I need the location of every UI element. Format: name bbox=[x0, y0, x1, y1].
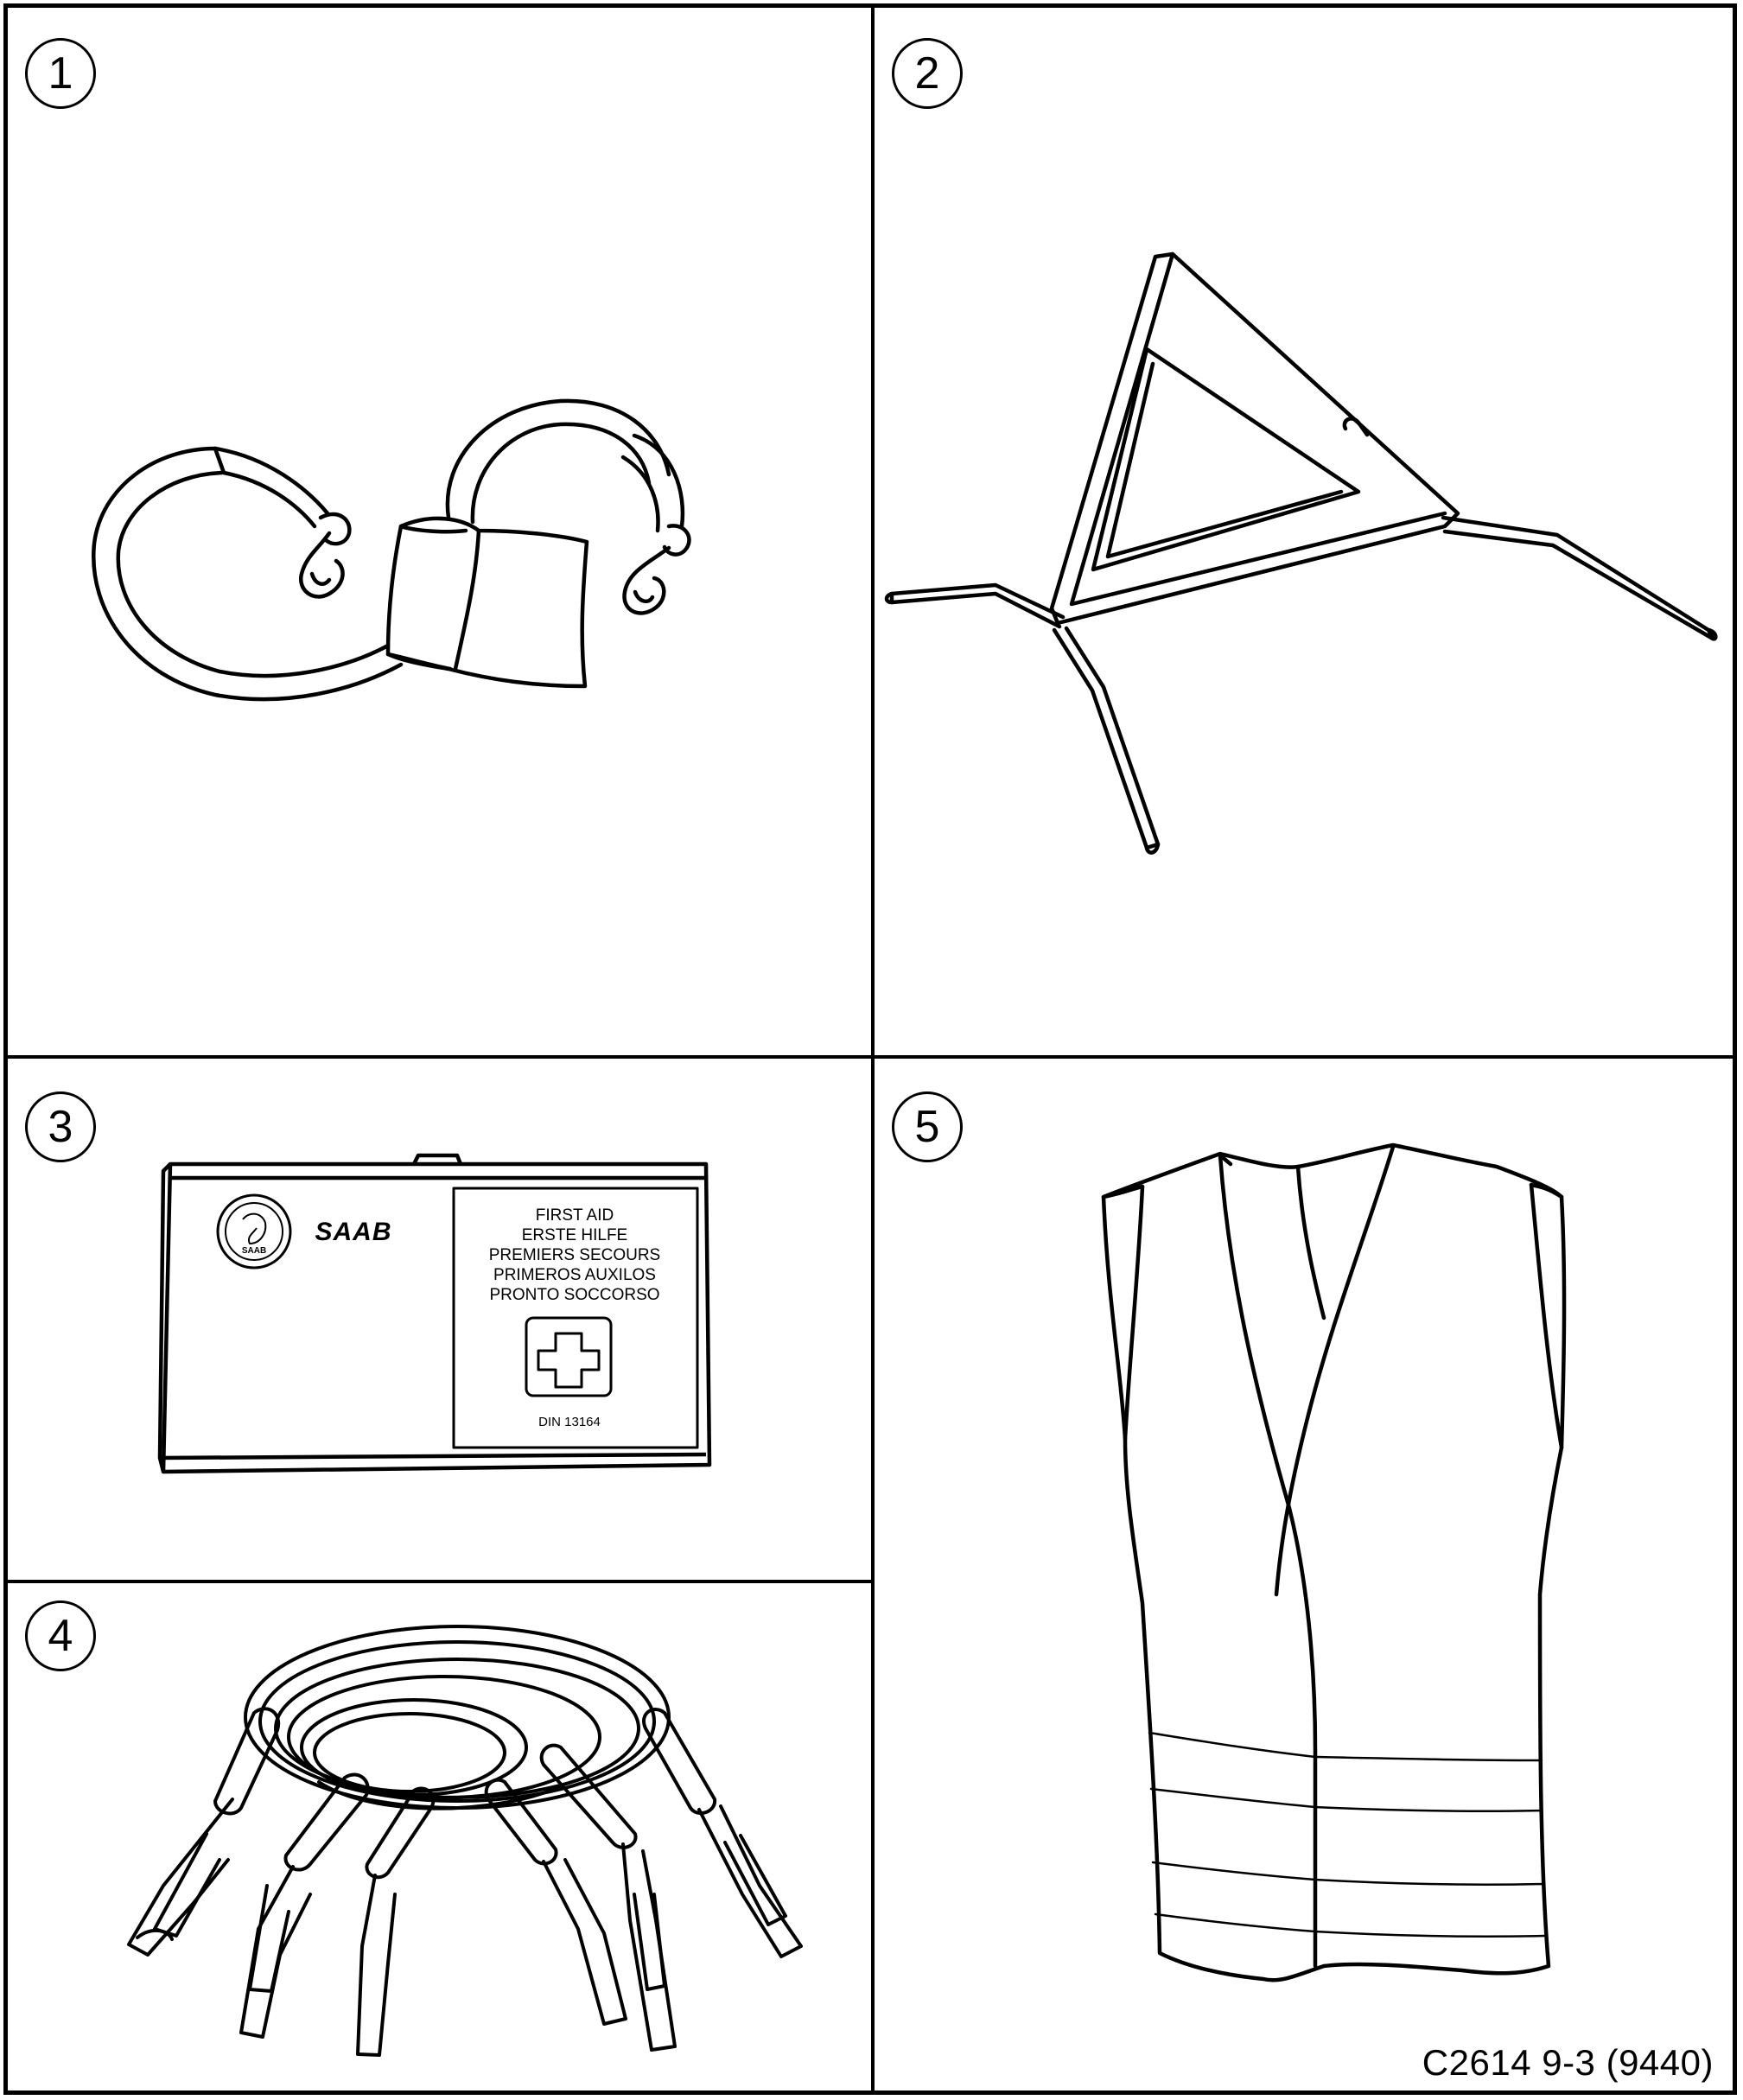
panel-2-warning-triangle: 2 bbox=[875, 8, 1733, 1055]
callout-number-2: 2 bbox=[892, 38, 963, 109]
safety-vest-drawing bbox=[1101, 1142, 1567, 1982]
warning-triangle-drawing bbox=[884, 251, 1718, 855]
panel-3-first-aid-kit: 3 SAAB SAAB bbox=[8, 1059, 871, 1580]
jumper-cables-drawing bbox=[127, 1625, 803, 2057]
label-line-5: PRONTO SOCCORSO bbox=[489, 1286, 659, 1304]
callout-number-5: 5 bbox=[892, 1091, 963, 1162]
label-line-1: FIRST AID bbox=[536, 1206, 614, 1225]
vertical-divider bbox=[871, 8, 875, 2090]
panel-1-tow-rope: 1 bbox=[8, 8, 871, 1055]
standard-label: DIN 13164 bbox=[538, 1415, 601, 1429]
brand-logo-text: SAAB bbox=[315, 1218, 391, 1246]
document-reference: C2614 9-3 (9440) bbox=[1422, 2042, 1714, 2083]
label-line-4: PRIMEROS AUXILOS bbox=[493, 1266, 656, 1284]
emblem-brand-text: SAAB bbox=[242, 1246, 266, 1256]
first-aid-kit-drawing: SAAB SAAB FIRST AID ERSTE HILFE PREMIERS… bbox=[157, 1153, 712, 1474]
callout-number-3: 3 bbox=[25, 1091, 96, 1162]
horizontal-divider-top bbox=[8, 1055, 1733, 1059]
panel-5-safety-vest: 5 bbox=[875, 1059, 1733, 2090]
panel-4-jumper-cables: 4 bbox=[8, 1583, 871, 2090]
callout-number-1: 1 bbox=[25, 38, 96, 109]
callout-number-4: 4 bbox=[25, 1600, 96, 1671]
illustration-sheet: 1 bbox=[3, 3, 1737, 2095]
label-line-3: PREMIERS SECOURS bbox=[489, 1246, 660, 1264]
horizontal-divider-left bbox=[8, 1580, 871, 1583]
label-line-2: ERSTE HILFE bbox=[522, 1226, 627, 1244]
tow-rope-drawing bbox=[92, 398, 691, 702]
